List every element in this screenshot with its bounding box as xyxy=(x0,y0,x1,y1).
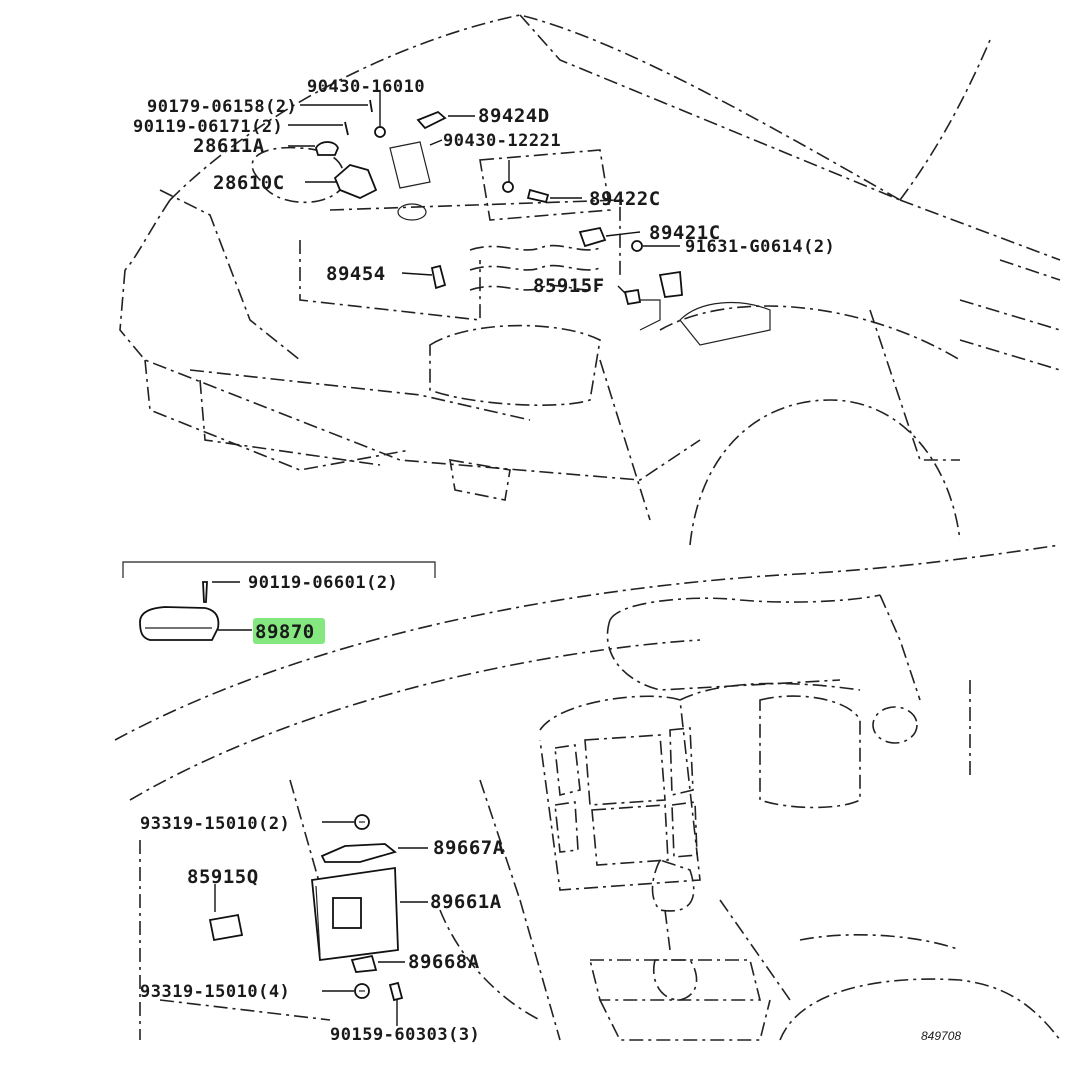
top-callouts: 90430-16010 90179-06158(2) 90119-06171(2… xyxy=(133,77,835,297)
callout-90430-12221: 90430-12221 xyxy=(443,131,561,151)
callout-90179-06158: 90179-06158(2) xyxy=(147,97,297,117)
screw-icon xyxy=(369,99,373,113)
bracket-89667a-icon xyxy=(320,843,397,863)
bolt-icon xyxy=(374,126,386,138)
callout-90430-16010: 90430-16010 xyxy=(307,77,425,97)
callout-89661a: 89661A xyxy=(430,891,502,913)
screw-90159-icon xyxy=(388,981,404,1002)
callout-93319-15010-b: 93319-15010(4) xyxy=(140,982,290,1002)
connector-icon xyxy=(658,270,683,298)
callout-90119-06171: 90119-06171(2) xyxy=(133,117,283,137)
callout-90119-06601: 90119-06601(2) xyxy=(248,573,398,593)
callout-93319-15010-a: 93319-15010(2) xyxy=(140,814,290,834)
callout-89454: 89454 xyxy=(326,263,386,285)
callout-91631-g0614: 91631-G0614(2) xyxy=(685,237,835,257)
callout-90159-60303: 90159-60303(3) xyxy=(330,1025,480,1045)
callout-85915q: 85915Q xyxy=(187,866,259,888)
screw-icon xyxy=(344,121,349,136)
callout-89424d: 89424D xyxy=(478,105,550,127)
bottom-leader-lines xyxy=(214,821,428,1026)
bracket-89668a-icon xyxy=(350,954,378,973)
callout-89870: 89870 xyxy=(255,621,315,643)
module-89870-icon xyxy=(139,606,220,641)
sensor-89424d-icon xyxy=(416,110,447,130)
callout-89421c: 89421C xyxy=(649,222,721,244)
ecu-label-icon xyxy=(332,897,362,929)
bolt-icon xyxy=(631,240,643,252)
vehicle-front-outline xyxy=(119,14,1061,546)
relay-28610c-icon xyxy=(333,164,378,199)
sensor-89421c-icon xyxy=(578,226,607,248)
callout-89667a: 89667A xyxy=(433,837,505,859)
bottom-callouts: 93319-15010(2) 89667A 85915Q 89661A 8966… xyxy=(140,814,961,1045)
bolt-icon xyxy=(502,181,514,193)
callout-89668a: 89668A xyxy=(408,951,480,973)
part-highlight xyxy=(253,618,325,644)
sensor-89454-icon xyxy=(430,264,447,290)
immobiliser-group: 90119-06601(2) 89870 xyxy=(122,561,436,644)
bottom-parts-icons xyxy=(208,814,404,1002)
callout-89422c: 89422C xyxy=(589,188,661,210)
callout-85915f: 85915F xyxy=(533,275,605,297)
vehicle-interior-outline xyxy=(114,544,1061,1041)
callout-28610c: 28610C xyxy=(213,172,285,194)
callout-28611a: 28611A xyxy=(193,135,265,157)
top-leader-lines xyxy=(288,92,680,295)
catalog-number: 849708 xyxy=(921,1029,961,1043)
connector-85915f-icon xyxy=(623,288,642,306)
relay-28611a-icon xyxy=(315,141,339,156)
sensor-89422c-icon xyxy=(526,188,550,204)
connector-85915q-icon xyxy=(208,913,244,942)
bolt-icon xyxy=(202,581,208,603)
top-parts-icons xyxy=(315,99,683,306)
